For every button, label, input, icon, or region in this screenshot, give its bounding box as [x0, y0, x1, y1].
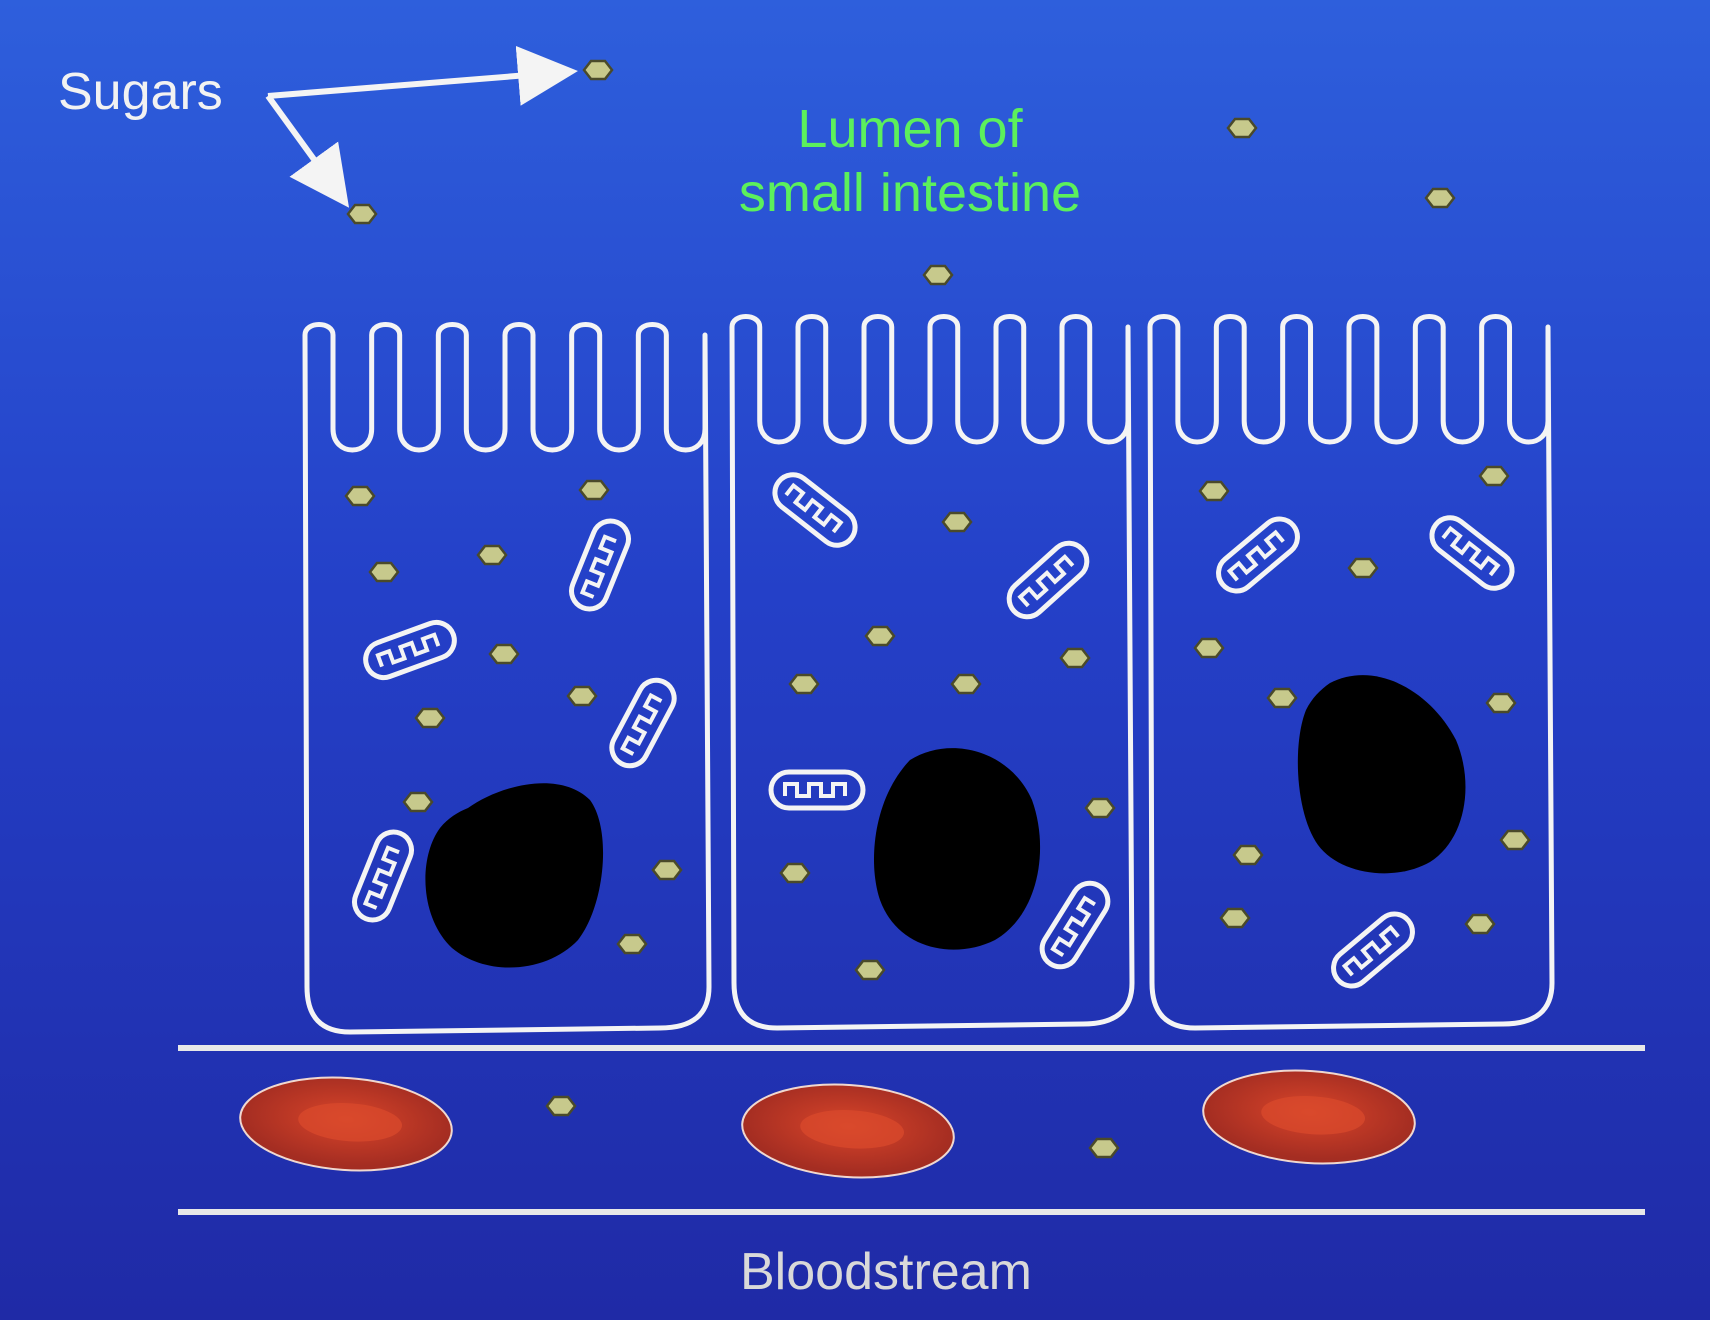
sugar-molecule-icon: [545, 1095, 577, 1117]
epithelial-cells: [302, 314, 1555, 1035]
sugar-molecule-icon: [950, 673, 982, 695]
sugar-molecule-icon: [1424, 187, 1456, 209]
sugar-molecule-icon: [1059, 647, 1091, 669]
sugar-molecule-icon: [476, 544, 508, 566]
sugar-molecule-icon: [402, 791, 434, 813]
mitochondrion-icon: [1035, 876, 1114, 973]
red-blood-cell-icon: [239, 1076, 453, 1172]
lumen-label-line-2: small intestine: [738, 162, 1082, 223]
sugar-molecule-icon: [414, 707, 446, 729]
sugar-molecule-icon: [1499, 829, 1531, 851]
sugar-molecule-icon: [566, 685, 598, 707]
sugars-pointer-arrows: [265, 45, 578, 208]
sugar-molecule-icon: [346, 203, 378, 225]
sugar-molecule-icon: [616, 933, 648, 955]
mitochondrion-icon: [566, 516, 634, 615]
sugar-molecule-icon: [368, 561, 400, 583]
sugar-molecule-icon: [1088, 1137, 1120, 1159]
mitochondrion-icon: [1326, 907, 1420, 994]
mitochondrion-icon: [768, 467, 863, 552]
sugar-molecule-icon: [1478, 465, 1510, 487]
sugars-label: Sugars: [58, 63, 223, 121]
epithelial-cell-1: [302, 322, 712, 1035]
sugar-molecule-icon: [488, 643, 520, 665]
sugar-molecule-icon: [578, 479, 610, 501]
sugar-molecule-icon: [1485, 692, 1517, 714]
nucleus-icon: [425, 783, 604, 968]
sugar-molecule-icon: [1084, 797, 1116, 819]
mitochondrion-icon: [349, 827, 417, 926]
bloodstream-label: Bloodstream: [740, 1243, 1032, 1301]
red-blood-cell-icon: [1202, 1069, 1416, 1165]
sugar-molecule-icon: [1226, 117, 1258, 139]
sugar-molecule-icon: [344, 485, 376, 507]
mitochondrion-icon: [361, 617, 460, 682]
sugar-molecule-icon: [941, 511, 973, 533]
sugar-molecule-icon: [1219, 907, 1251, 929]
mitochondrion-icon: [771, 772, 863, 808]
sugar-molecule-icon: [1464, 913, 1496, 935]
organelles: [349, 467, 1519, 993]
sugar-molecule-icon: [1266, 687, 1298, 709]
sugar-molecule-icon: [922, 264, 954, 286]
epithelial-cell-2: [729, 314, 1135, 1031]
sugar-molecule-icon: [864, 625, 896, 647]
mitochondrion-icon: [1211, 512, 1305, 599]
mitochondrion-icon: [1425, 510, 1520, 595]
sugar-molecule-icon: [788, 673, 820, 695]
blood-vessel: [178, 1045, 1645, 1215]
lumen-label: Lumen of small intestine: [700, 98, 1120, 225]
epithelial-cell-3: [1147, 314, 1555, 1031]
sugar-molecule-icon: [1198, 480, 1230, 502]
mitochondrion-icon: [606, 674, 681, 772]
red-blood-cells: [239, 1069, 1416, 1179]
sugar-molecule-icon: [779, 862, 811, 884]
lumen-label-line-1: Lumen of: [797, 99, 1023, 159]
sugar-molecule-icon: [1232, 844, 1264, 866]
sugar-molecule-icon: [1347, 557, 1379, 579]
nucleus-icon: [873, 748, 1041, 950]
nucleus-icon: [1297, 675, 1466, 874]
sugar-molecule-icon: [582, 59, 614, 81]
mitochondrion-icon: [1002, 536, 1094, 624]
red-blood-cell-icon: [741, 1083, 955, 1179]
sugar-molecule-icon: [854, 959, 886, 981]
sugar-molecule-icon: [1193, 637, 1225, 659]
sugar-molecule-icon: [651, 859, 683, 881]
